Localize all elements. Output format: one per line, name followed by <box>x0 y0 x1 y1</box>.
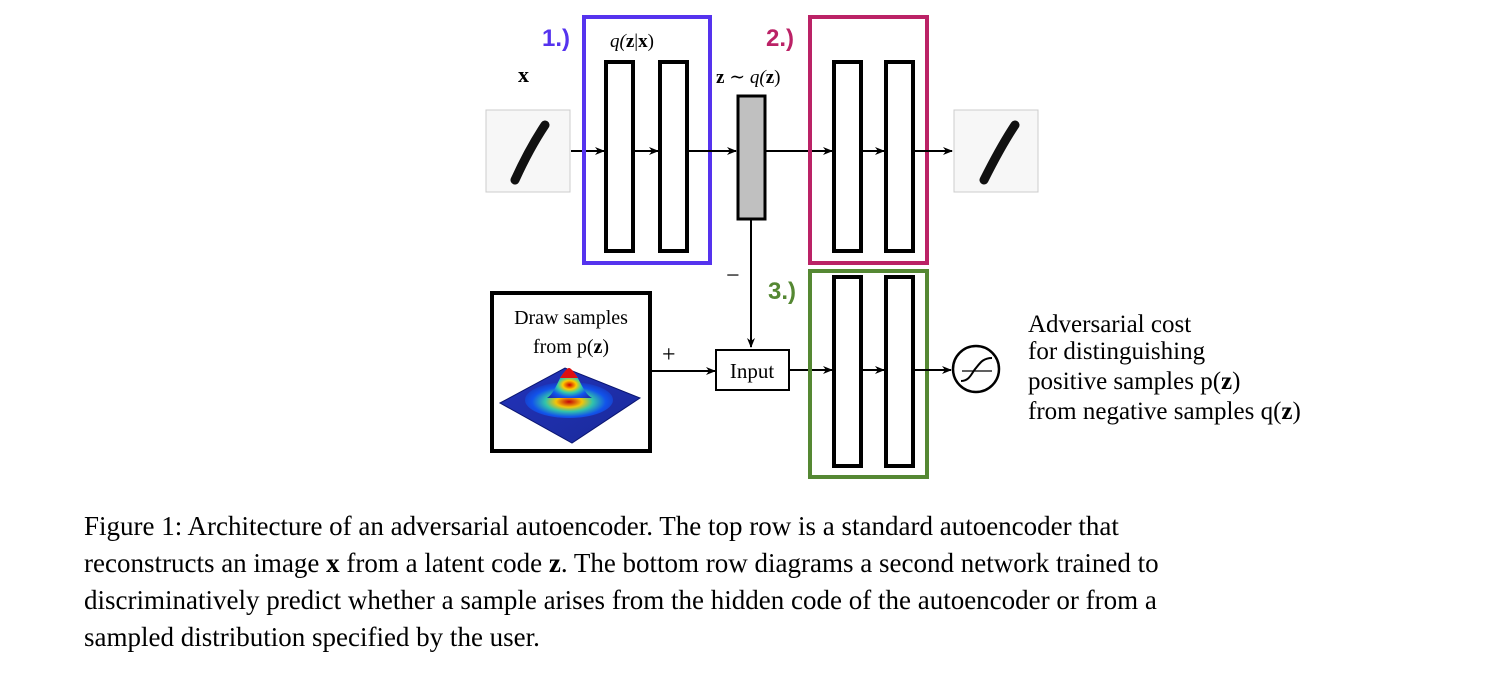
discriminator-input-label: Input <box>730 359 774 383</box>
encoder-frame <box>582 15 712 265</box>
adversarial-text-line4: from negative samples q(z) <box>1028 398 1301 425</box>
caption-line-4: sampled distribution specified by the us… <box>84 622 540 652</box>
figure-caption: Figure 1: Architecture of an adversarial… <box>84 508 1424 656</box>
decoder-layer-2 <box>884 60 915 253</box>
adversarial-text-line2: for distinguishing <box>1028 338 1206 365</box>
discriminator-frame <box>808 269 929 479</box>
step-3-label: 3.) <box>768 278 796 305</box>
input-x-label: x <box>518 62 529 87</box>
encoder-layer-2 <box>658 60 689 253</box>
adversarial-text-line1: Adversarial cost <box>1028 311 1191 338</box>
discriminator-layer-2 <box>884 275 915 468</box>
reconstructed-digit-image <box>953 109 1039 193</box>
sigmoid-icon <box>951 344 1001 394</box>
caption-line-2: reconstructs an image x from a latent co… <box>84 548 1159 578</box>
decoder-frame <box>808 15 929 265</box>
latent-code-block <box>736 94 767 221</box>
gaussian-prior-surface <box>498 367 642 444</box>
plus-sign: + <box>662 342 676 368</box>
minus-sign: − <box>726 263 740 289</box>
encoder-label: q(z|x) <box>610 31 654 52</box>
step-2-label: 2.) <box>766 25 794 52</box>
aae-architecture-diagram: x 1.) q(z|x) z ∼ q(z) 2.) − Draw samples… <box>485 15 1301 479</box>
encoder-layer-1 <box>604 60 635 253</box>
prior-box-line2: from p(z) <box>533 336 609 358</box>
latent-label: z ∼ q(z) <box>716 67 780 88</box>
prior-box-line1: Draw samples <box>514 307 628 329</box>
discriminator-input-box <box>715 349 790 391</box>
decoder-layer-1 <box>832 60 863 253</box>
step-1-label: 1.) <box>542 25 570 52</box>
caption-line-3: discriminatively predict whether a sampl… <box>84 585 1157 615</box>
input-digit-image <box>485 109 571 193</box>
adversarial-text-line3: positive samples p(z) <box>1028 368 1240 395</box>
caption-line-1: Figure 1: Architecture of an adversarial… <box>84 511 1119 541</box>
discriminator-layer-1 <box>832 275 863 468</box>
